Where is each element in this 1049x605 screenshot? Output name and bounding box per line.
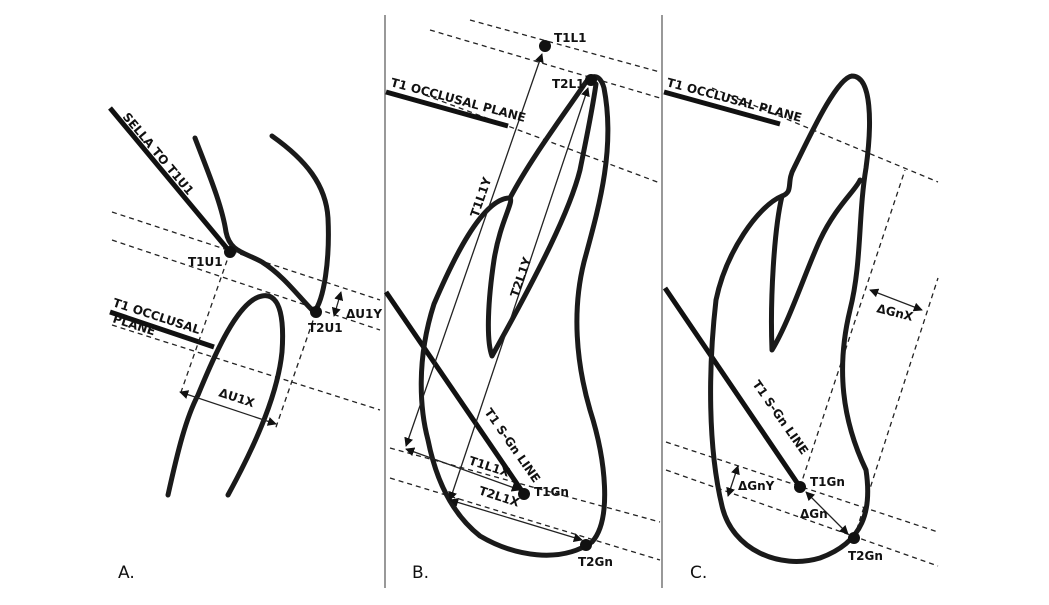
dashed-line xyxy=(274,311,317,431)
panel-a: SELLA TO T1U1 T1U1 T2U1 ΔU1Y ΔU1X T1 OCC… xyxy=(108,106,382,583)
t1gn-label-c: T1Gn xyxy=(810,475,845,489)
dgnx-arrow xyxy=(869,288,923,312)
t1gn-label-b: T1Gn xyxy=(534,485,569,499)
t2gn-label-b: T2Gn xyxy=(578,555,613,569)
t2u1-point xyxy=(310,306,322,318)
upper-incisor-outline xyxy=(192,133,331,315)
sella-line xyxy=(108,106,232,254)
panel-letter-c: C. xyxy=(690,563,707,583)
t1l1y-label: T1L1Y xyxy=(468,175,495,219)
t2l1x-label: T2L1X xyxy=(477,484,522,510)
t1u1-label: T1U1 xyxy=(188,255,223,269)
t1u1-point xyxy=(224,246,236,258)
dashed-line xyxy=(665,469,939,567)
t1l1-point xyxy=(539,40,551,52)
dashed-line xyxy=(429,29,661,99)
t2l1-point xyxy=(585,74,597,86)
sgn-line-c xyxy=(662,286,803,489)
t2l1y-arrow xyxy=(448,87,590,501)
t2gn-label-c: T2Gn xyxy=(848,549,883,563)
panel-letter-a: A. xyxy=(118,563,135,583)
panel-b: T1L1 T2L1 T1 OCCLUSAL PLANE T1L1Y T2L1Y … xyxy=(383,19,661,583)
sgn-label-c: T1 S-Gn LINE xyxy=(750,378,812,458)
t2gn-point-c xyxy=(848,532,860,544)
du1y-arrow xyxy=(331,291,344,317)
t1l1x-label: T1L1X xyxy=(467,454,512,480)
sella-label: SELLA TO T1U1 xyxy=(120,110,197,198)
t1l1x-arrow xyxy=(405,447,521,492)
occlusal-plane-bar-c xyxy=(663,89,781,127)
t1gn-point-c xyxy=(794,481,806,493)
t2l1x-arrow xyxy=(449,498,583,542)
dgny-label: ΔGnY xyxy=(738,479,775,493)
t2gn-point-b xyxy=(580,539,592,551)
du1y-label: ΔU1Y xyxy=(346,307,382,321)
t2l1y-label: T2L1Y xyxy=(508,255,535,299)
du1x-arrow xyxy=(179,390,277,426)
t1l1-label: T1L1 xyxy=(554,31,587,45)
dashed-line xyxy=(389,477,661,561)
dashed-line xyxy=(711,87,939,183)
t2l1-label: T2L1 xyxy=(552,77,585,91)
dgn-arrow xyxy=(805,491,849,535)
dashed-line xyxy=(111,211,381,301)
t2u1-label: T2U1 xyxy=(308,321,343,335)
dashed-line xyxy=(469,19,661,73)
panel-letter-b: B. xyxy=(412,563,429,583)
dgn-label: ΔGn xyxy=(800,507,828,521)
occlusal-plane-bar-a xyxy=(109,309,215,350)
lower-incisor-outline-c xyxy=(708,73,872,564)
dashed-line xyxy=(179,251,231,396)
panel-c: T1 OCCLUSAL PLANE ΔGnX T1 S-Gn LINE T1Gn… xyxy=(662,73,939,583)
dashed-line xyxy=(799,169,906,488)
dashed-line xyxy=(111,324,381,411)
dashed-line xyxy=(424,94,661,184)
dgny-arrow xyxy=(726,465,740,497)
